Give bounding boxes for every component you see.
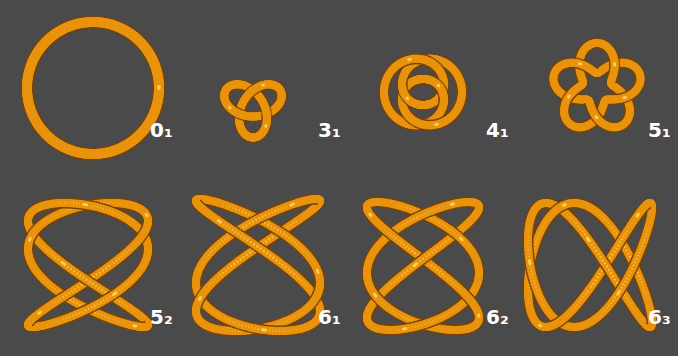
background-panel: 0₁3₁4₁5₁5₂6₁6₂6₃ xyxy=(0,0,678,356)
